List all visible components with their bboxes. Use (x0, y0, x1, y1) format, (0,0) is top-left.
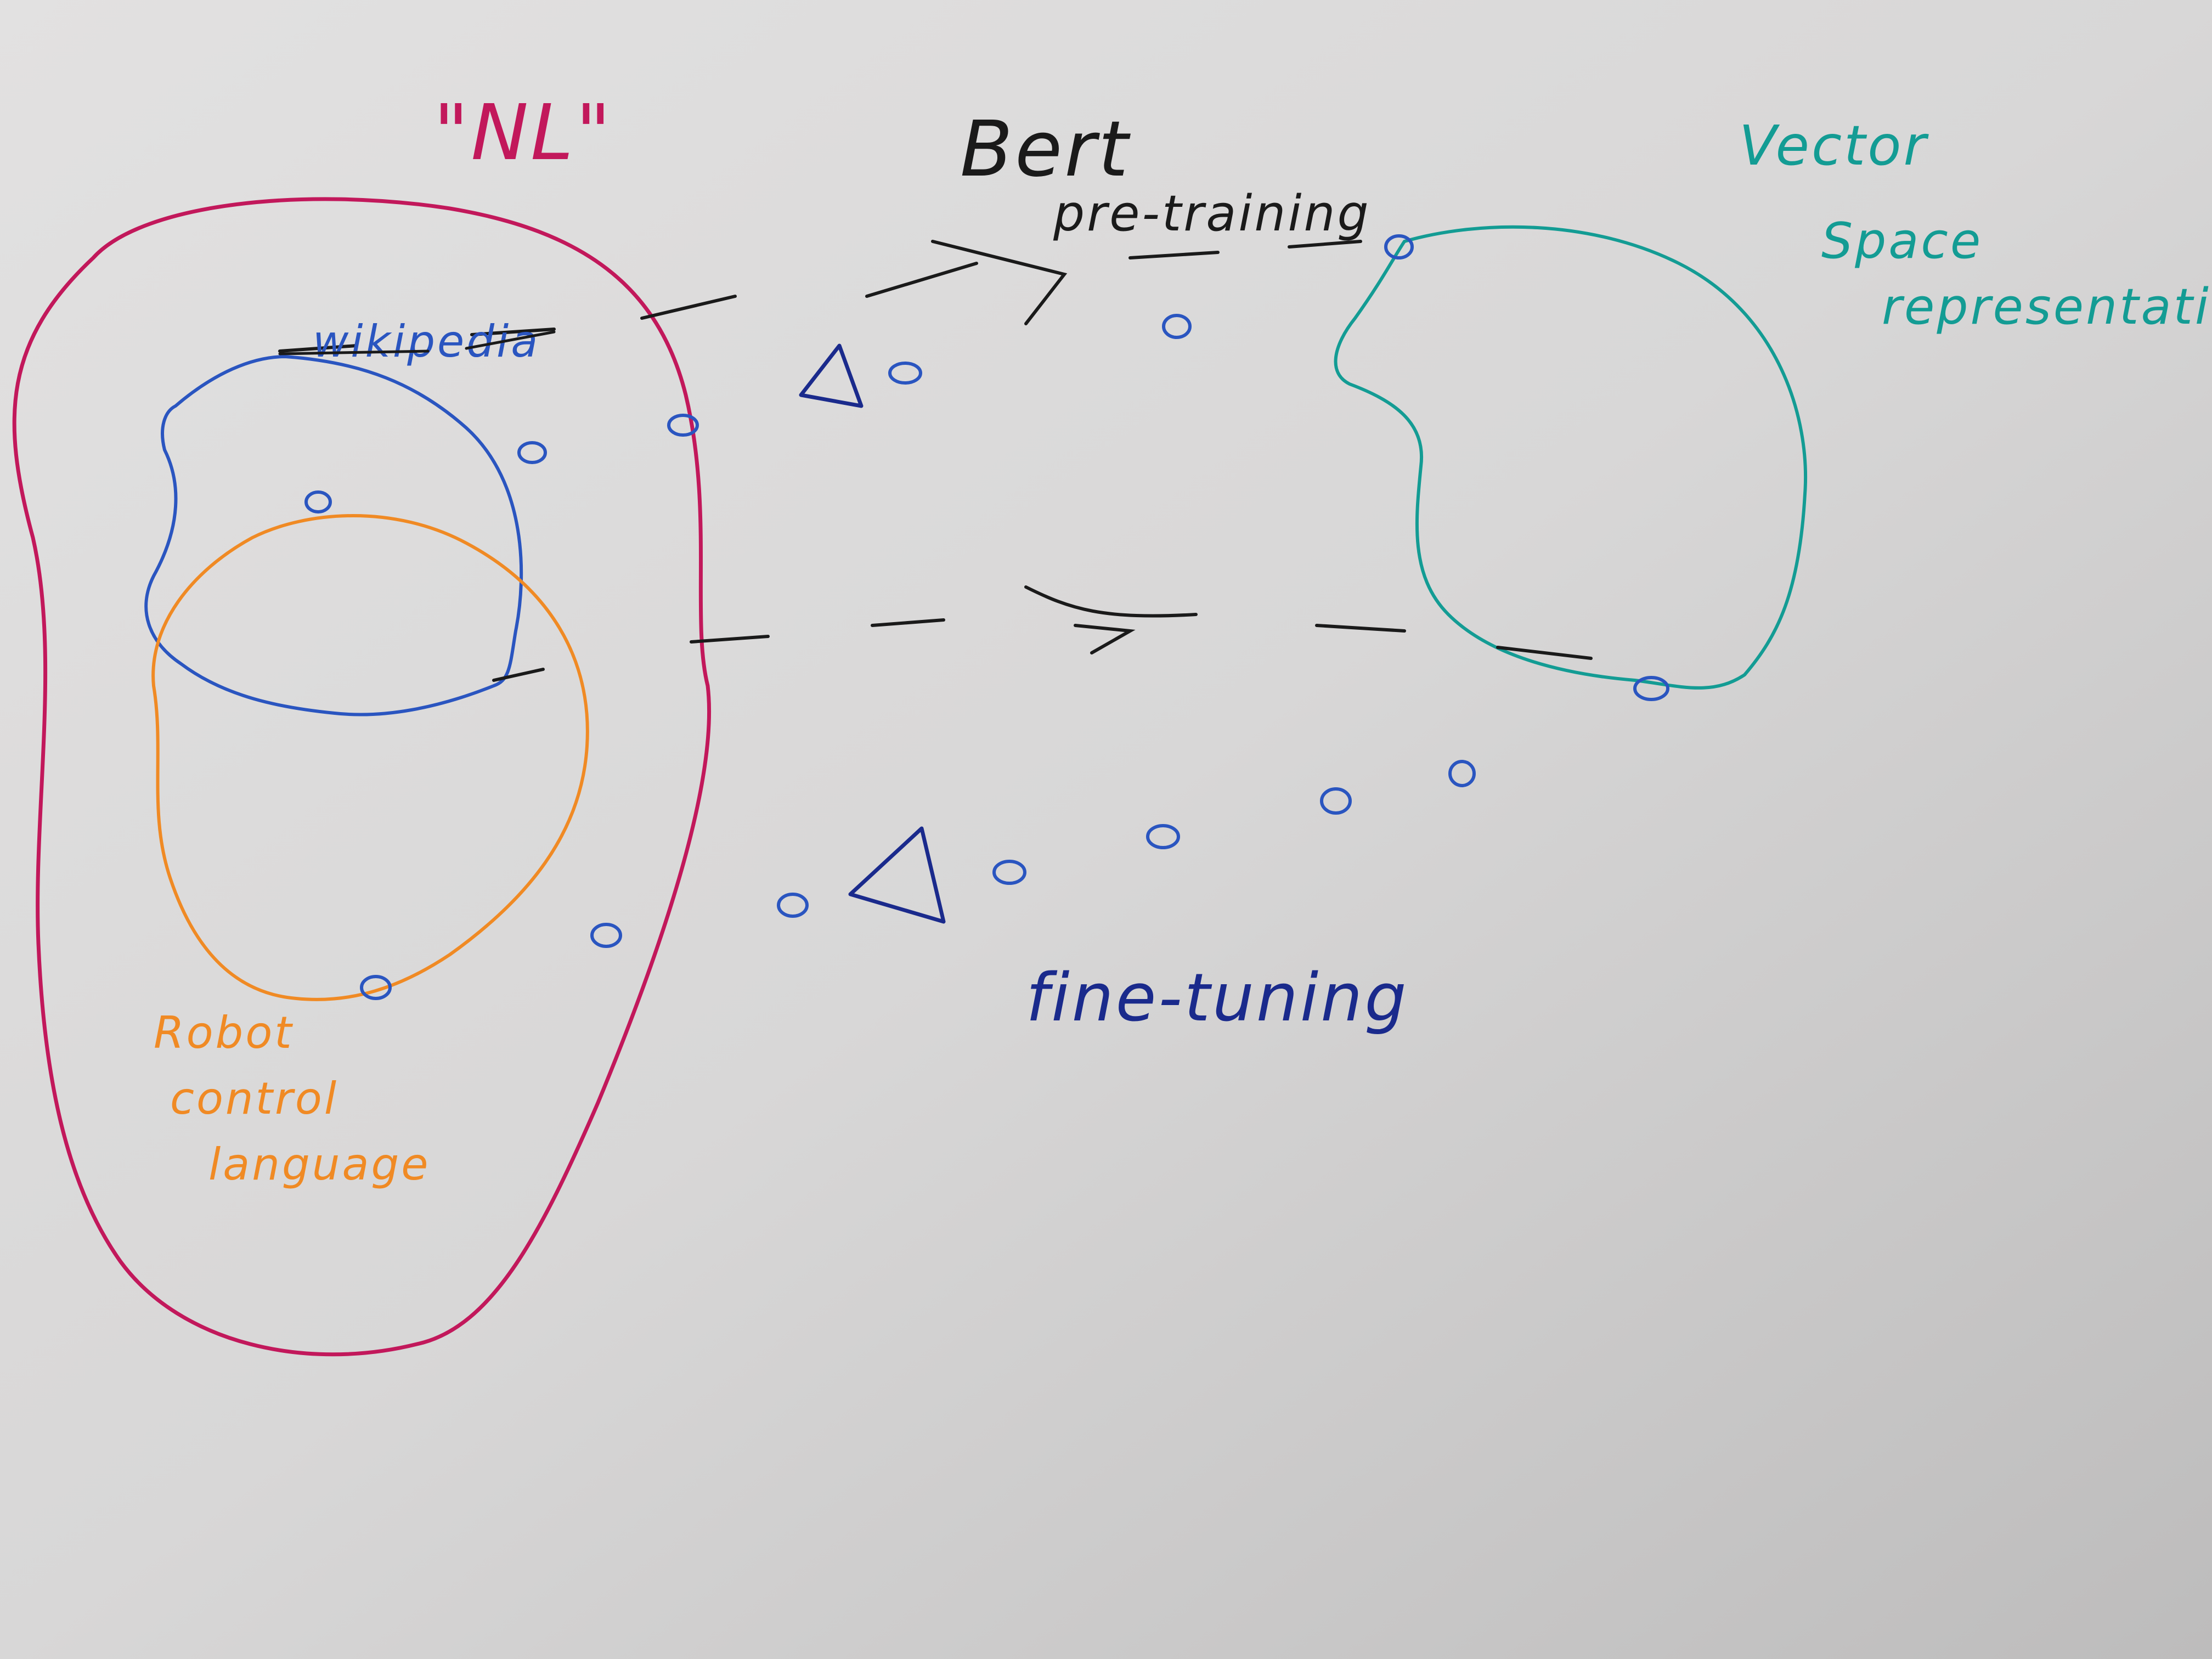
representation-label: representation (1882, 278, 2212, 336)
circle-icon (992, 860, 1026, 885)
triangle-icon (799, 343, 864, 408)
circle-icon (517, 441, 547, 464)
wikipedia-region-outline (144, 354, 523, 716)
circle-icon (590, 923, 622, 948)
circle-icon (777, 893, 809, 918)
circle-icon (1384, 234, 1414, 259)
circle-icon-group (304, 234, 1669, 1000)
space-label: Space (1821, 212, 1983, 270)
pretraining-arrow (278, 240, 1362, 353)
robot-label-line2: control (170, 1073, 338, 1124)
wikipedia-underline (278, 330, 556, 356)
robot-label-line1: Robot (154, 1007, 294, 1058)
nl-label: "NL" (433, 88, 613, 178)
circle-icon (1448, 760, 1476, 787)
circle-icon (304, 490, 332, 514)
vector-region-outline (1334, 225, 1808, 690)
pretraining-label: pre-training (1053, 185, 1371, 242)
circle-icon (667, 414, 699, 437)
robot-label-line3: language (208, 1139, 430, 1190)
circle-icon (1162, 314, 1192, 339)
circle-icon (1146, 824, 1180, 849)
circle-icon (888, 362, 922, 385)
circle-icon (1320, 787, 1352, 815)
finetuning-arrow (492, 585, 1593, 682)
circle-icon (360, 975, 392, 1000)
finetuning-label: fine-tuning (1026, 960, 1409, 1036)
bert-label: Bert (960, 105, 1131, 194)
triangle-icon-group (799, 343, 946, 924)
vector-label: Vector (1739, 114, 1929, 178)
nl-region-outline (12, 197, 711, 1357)
robot-language-region-outline (151, 514, 589, 1001)
triangle-icon (848, 826, 946, 924)
circle-icon (1633, 676, 1669, 701)
